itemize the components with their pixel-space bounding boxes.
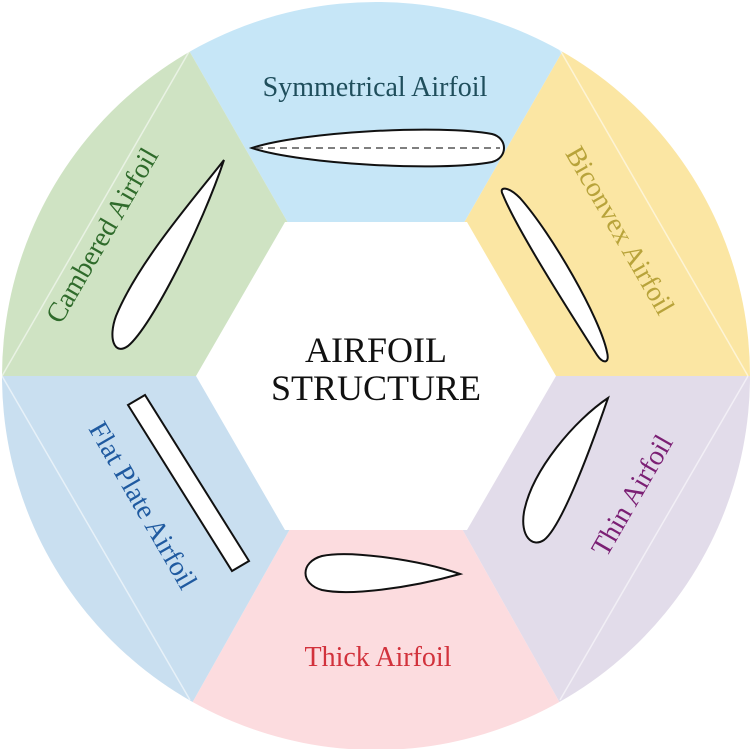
cambered-airfoil-icon xyxy=(111,159,225,350)
center-title-line-1: AIRFOIL xyxy=(305,330,447,370)
symmetrical-airfoil-icon xyxy=(248,128,505,168)
segment-symmetrical xyxy=(160,2,592,376)
facet-line xyxy=(2,49,191,377)
facet-line xyxy=(559,375,749,701)
label-thick-airfoil: Thick Airfoil xyxy=(305,642,452,673)
facet-line xyxy=(559,49,749,377)
biconvex-airfoil-icon xyxy=(500,187,609,363)
label-symmetrical-airfoil: Symmetrical Airfoil xyxy=(263,72,488,103)
facet-line xyxy=(2,375,191,701)
center-title-line-2: STRUCTURE xyxy=(271,368,481,408)
center-hexagon xyxy=(196,222,556,530)
flat-plate-airfoil-icon xyxy=(126,393,251,573)
thick-airfoil-icon xyxy=(304,553,464,593)
thin-airfoil-icon xyxy=(522,395,610,544)
